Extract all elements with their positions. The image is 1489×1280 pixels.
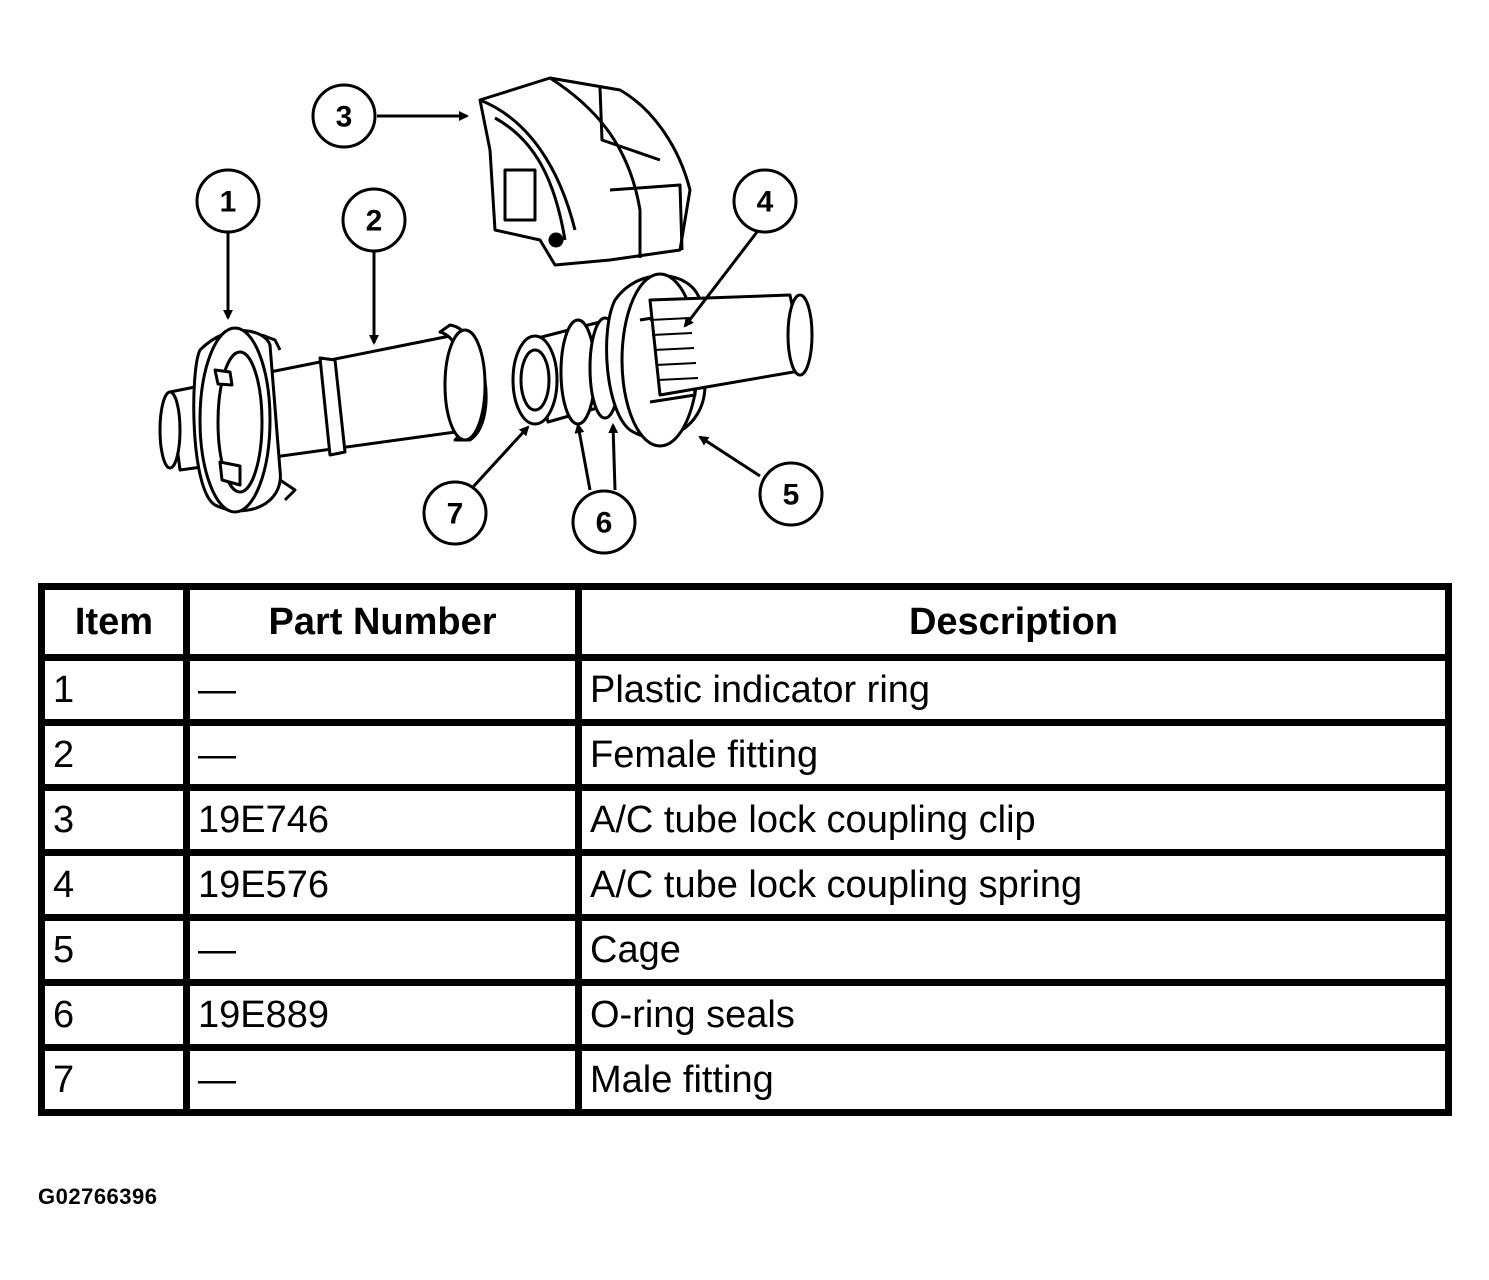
- cell-description: O-ring seals: [575, 979, 1452, 1051]
- spring-and-tube-drawing: [648, 293, 814, 397]
- callout-circle-4: [732, 168, 798, 234]
- cell-part-number: —: [183, 654, 582, 726]
- callout-circle-6: [571, 489, 637, 555]
- callout-2: 2: [366, 205, 383, 238]
- header-part-number: Part Number: [183, 583, 582, 661]
- cell-part-number: 19E576: [183, 849, 582, 921]
- cell-description: A/C tube lock coupling spring: [575, 849, 1452, 921]
- parts-table: Item Part Number Description 1 — Plastic…: [38, 583, 1452, 1116]
- table-row: 6 19E889 O-ring seals: [38, 979, 1452, 1051]
- cell-part-number: —: [183, 914, 582, 986]
- table-row: 7 — Male fitting: [38, 1044, 1452, 1116]
- callout-6: 6: [596, 507, 613, 540]
- table-row: 3 19E746 A/C tube lock coupling clip: [38, 784, 1452, 856]
- coupling-clip-drawing: [478, 76, 692, 267]
- table-row: 1 — Plastic indicator ring: [38, 654, 1452, 726]
- cell-description: A/C tube lock coupling clip: [575, 784, 1452, 856]
- table-row: 4 19E576 A/C tube lock coupling spring: [38, 849, 1452, 921]
- cell-item: 1: [38, 654, 190, 726]
- cell-description: Cage: [575, 914, 1452, 986]
- cell-part-number: 19E746: [183, 784, 582, 856]
- callout-circle-1: [195, 168, 261, 234]
- cell-item: 7: [38, 1044, 190, 1116]
- callout-4: 4: [757, 186, 774, 219]
- cell-description: Plastic indicator ring: [575, 654, 1452, 726]
- header-description: Description: [575, 583, 1452, 661]
- callout-3: 3: [336, 101, 353, 134]
- table-row: 2 — Female fitting: [38, 719, 1452, 791]
- cell-item: 6: [38, 979, 190, 1051]
- exploded-diagram: 1 2 3 4 5 6 7: [158, 76, 824, 555]
- callout-7: 7: [447, 498, 464, 531]
- cell-description: Male fitting: [575, 1044, 1452, 1116]
- cell-part-number: 19E889: [183, 979, 582, 1051]
- cell-item: 4: [38, 849, 190, 921]
- cell-item: 2: [38, 719, 190, 791]
- cell-item: 3: [38, 784, 190, 856]
- figure-code: G02766396: [38, 1184, 158, 1209]
- callout-circle-7: [422, 480, 488, 546]
- callout-circle-2: [341, 187, 407, 253]
- cell-part-number: —: [183, 719, 582, 791]
- callout-1: 1: [220, 186, 237, 219]
- callout-circle-5: [758, 461, 824, 527]
- callout-5: 5: [783, 479, 800, 512]
- table-row: 5 — Cage: [38, 914, 1452, 986]
- header-item: Item: [38, 583, 190, 661]
- callout-circle-3: [311, 83, 377, 149]
- cell-item: 5: [38, 914, 190, 986]
- indicator-ring-drawing: [192, 326, 297, 514]
- table-header-row: Item Part Number Description: [38, 583, 1452, 661]
- cell-part-number: —: [183, 1044, 582, 1116]
- cell-description: Female fitting: [575, 719, 1452, 791]
